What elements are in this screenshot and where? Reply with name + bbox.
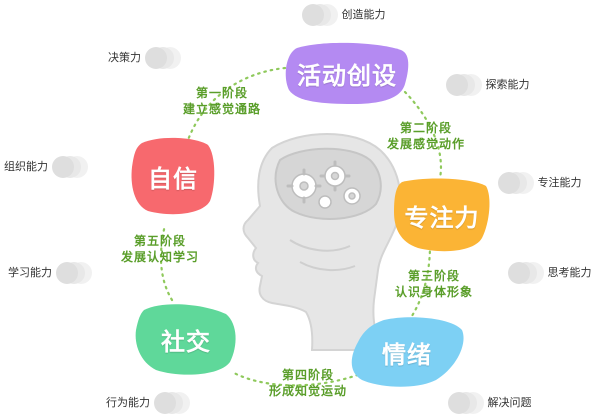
stage-2-label: 第二阶段 发展感觉动作: [374, 120, 478, 152]
stage-1-label: 第一阶段 建立感觉通路: [172, 85, 272, 117]
ability-xuexi: 学习能力: [8, 262, 92, 284]
stage-3-label: 第三阶段 认识身体形象: [382, 268, 486, 300]
ability-label: 组织能力: [4, 160, 48, 173]
blob-zixin: 自信: [130, 135, 216, 217]
blob-label: 情绪: [382, 340, 432, 369]
blob-label: 社交: [161, 327, 211, 356]
dots-icon: [302, 4, 338, 26]
head-with-gears-icon: [242, 133, 402, 351]
ability-label: 行为能力: [106, 396, 150, 409]
stage-title: 第三阶段: [407, 269, 460, 283]
blob-label: 活动创设: [297, 61, 397, 90]
dotted-ring: [159, 66, 443, 387]
ability-zhuanzhu: 专注能力: [498, 172, 582, 194]
dots-icon: [153, 392, 190, 414]
stage-title: 第四阶段: [281, 368, 334, 382]
stage-title: 第五阶段: [133, 234, 186, 248]
ability-sikao: 思考能力: [508, 262, 592, 284]
blob-huodong-chuangshe: 活动创设: [283, 40, 411, 106]
ability-juece: 决策力: [108, 47, 181, 69]
blob-shejiao: 社交: [134, 300, 238, 378]
dots-icon: [508, 262, 544, 284]
stage-desc: 发展感觉动作: [386, 137, 465, 151]
ability-label: 探索能力: [485, 78, 530, 91]
ability-xingwei: 行为能力: [106, 392, 190, 414]
stage-4-label: 第四阶段 形成知觉运动: [256, 367, 360, 399]
stage-5-label: 第五阶段 发展认知学习: [108, 233, 212, 265]
blob-qingxu: 情绪: [348, 316, 466, 388]
dots-icon: [498, 172, 534, 194]
stage-desc: 认识身体形象: [394, 285, 473, 299]
ability-label: 专注能力: [537, 176, 582, 189]
ability-label: 学习能力: [8, 266, 52, 279]
ability-zuzhi: 组织能力: [4, 156, 88, 178]
dots-icon: [51, 156, 88, 178]
stage-title: 第二阶段: [399, 121, 452, 135]
ability-label: 解决问题: [487, 396, 532, 409]
ability-label: 思考能力: [547, 266, 592, 279]
dots-icon: [448, 392, 484, 414]
dots-icon: [446, 74, 482, 96]
ability-jiejue: 解决问题: [448, 392, 532, 414]
ability-chuangzao: 创造能力: [302, 4, 386, 26]
dots-icon: [144, 47, 181, 69]
stage-desc: 发展认知学习: [120, 250, 199, 264]
blob-label: 自信: [148, 164, 198, 193]
stage-title: 第一阶段: [195, 86, 248, 100]
blob-shape: [285, 42, 409, 104]
blob-label: 专注力: [404, 203, 480, 232]
dots-icon: [55, 262, 92, 284]
stage-desc: 建立感觉通路: [182, 102, 261, 116]
ability-label: 创造能力: [341, 8, 386, 21]
ability-label: 决策力: [108, 51, 141, 64]
ability-tansuo: 探索能力: [446, 74, 530, 96]
stage-desc: 形成知觉运动: [268, 384, 347, 398]
blob-zhuanzhuli: 专注力: [392, 176, 492, 254]
